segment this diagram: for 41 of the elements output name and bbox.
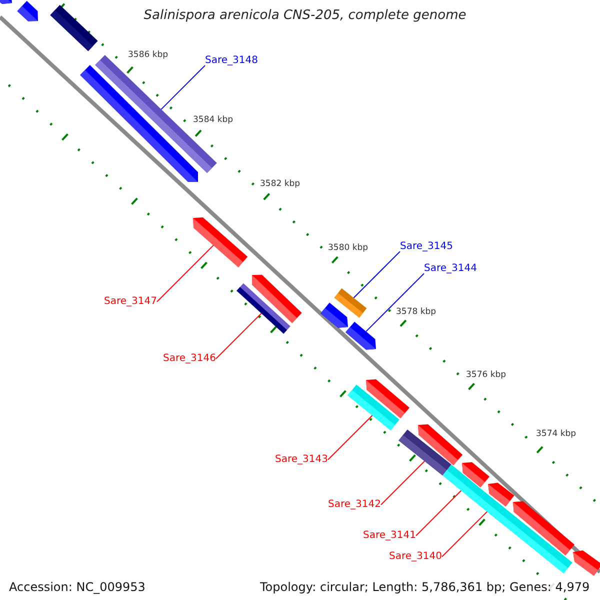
gene-block xyxy=(0,0,12,4)
genome-stats-text: Topology: circular; Length: 5,786,361 bp; Genes: 4,979 xyxy=(258,580,592,596)
gene-label: Sare_3145 xyxy=(400,241,453,252)
leader-line xyxy=(156,244,214,302)
gene-block xyxy=(513,501,574,556)
gene-label: Sare_3140 xyxy=(389,551,442,562)
leader-line xyxy=(327,415,373,460)
gene-block xyxy=(193,217,248,268)
gene-label: Sare_3142 xyxy=(328,499,381,510)
tick-label: 3574 kbp xyxy=(536,430,576,440)
leader-line xyxy=(353,251,400,298)
tick-label: 3582 kbp xyxy=(260,180,300,190)
gene-block xyxy=(573,550,600,576)
gene-label: Sare_3141 xyxy=(363,530,416,542)
gene-block xyxy=(334,288,367,318)
tick-label: 3584 kbp xyxy=(193,116,234,126)
leader-line xyxy=(441,511,488,558)
gene-label: Sare_3148 xyxy=(205,55,258,66)
gene-block xyxy=(366,379,410,418)
leader-line xyxy=(380,460,426,506)
tick-label: 3586 kbp xyxy=(128,51,168,61)
map-title: Salinispora arenicola CNS-205, complete genome xyxy=(142,9,468,24)
gene-block xyxy=(320,302,348,328)
gene-block xyxy=(346,322,376,350)
gene-block xyxy=(50,4,98,52)
gene-block xyxy=(17,0,38,22)
gene-label: Sare_3146 xyxy=(163,353,216,364)
accession-text: Accession: NC_009953 xyxy=(9,581,146,595)
gene-label: Sare_3147 xyxy=(104,296,157,308)
gene-block xyxy=(488,482,514,506)
gene-block xyxy=(462,462,490,488)
gene-label: Sare_3143 xyxy=(275,454,328,466)
tick-label: 3578 kbp xyxy=(396,308,436,318)
tick-label: 3580 kbp xyxy=(328,244,368,254)
gene-label: Sare_3144 xyxy=(424,263,477,274)
gene-block xyxy=(418,424,463,466)
tick-label: 3576 kbp xyxy=(466,371,506,381)
gene-block xyxy=(252,274,302,324)
leader-line xyxy=(366,273,424,332)
leader-line xyxy=(215,312,262,360)
leader-line xyxy=(160,65,206,110)
